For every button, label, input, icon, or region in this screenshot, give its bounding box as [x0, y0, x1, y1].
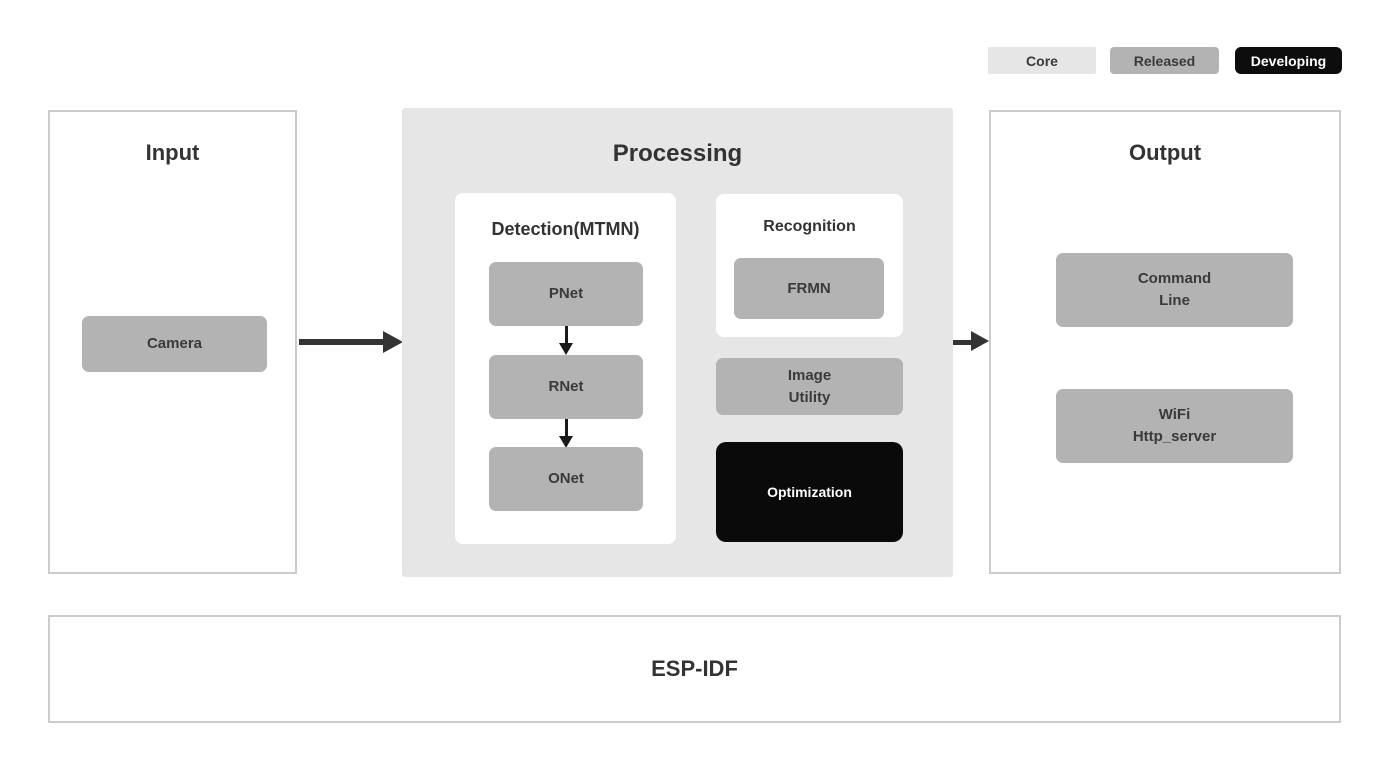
arrow-head-icon	[559, 343, 573, 355]
recognition-group-title: Recognition	[763, 218, 856, 235]
input-panel: Input Camera	[48, 110, 297, 574]
wifi-http-server-node: WiFi Http_server	[1056, 389, 1293, 463]
command-line-node: Command Line	[1056, 253, 1293, 327]
arrow-line	[953, 340, 971, 345]
frmn-node: FRMN	[734, 258, 884, 319]
arrow-head-icon	[383, 331, 403, 353]
image-utility-node: Image Utility	[716, 358, 903, 415]
detection-group-title: Detection(MTMN)	[491, 219, 640, 239]
output-panel-title: Output	[1128, 140, 1202, 165]
output-panel: Output Command Line WiFi Http_server	[989, 110, 1341, 574]
arrow-pnet-to-rnet	[565, 326, 568, 343]
arrow-head-icon	[559, 436, 573, 448]
recognition-group: Recognition FRMN	[716, 194, 903, 337]
arrow-line	[299, 339, 383, 345]
pnet-node: PNet	[489, 262, 643, 326]
legend-developing-badge: Developing	[1235, 47, 1342, 74]
esp-idf-title: ESP-IDF	[651, 656, 738, 681]
arrow-rnet-to-onet	[565, 419, 568, 436]
legend-core-badge: Core	[988, 47, 1096, 74]
rnet-node: RNet	[489, 355, 643, 419]
detection-group: Detection(MTMN) PNet RNet ONet	[455, 193, 676, 544]
optimization-node: Optimization	[716, 442, 903, 542]
processing-panel-title: Processing	[612, 140, 743, 167]
input-panel-title: Input	[145, 140, 200, 165]
legend-released-badge: Released	[1110, 47, 1219, 74]
arrow-head-icon	[971, 331, 989, 351]
camera-node: Camera	[82, 316, 267, 372]
processing-panel: Processing Detection(MTMN) PNet RNet ONe…	[402, 108, 953, 577]
esp-idf-panel: ESP-IDF	[48, 615, 1341, 723]
onet-node: ONet	[489, 447, 643, 511]
